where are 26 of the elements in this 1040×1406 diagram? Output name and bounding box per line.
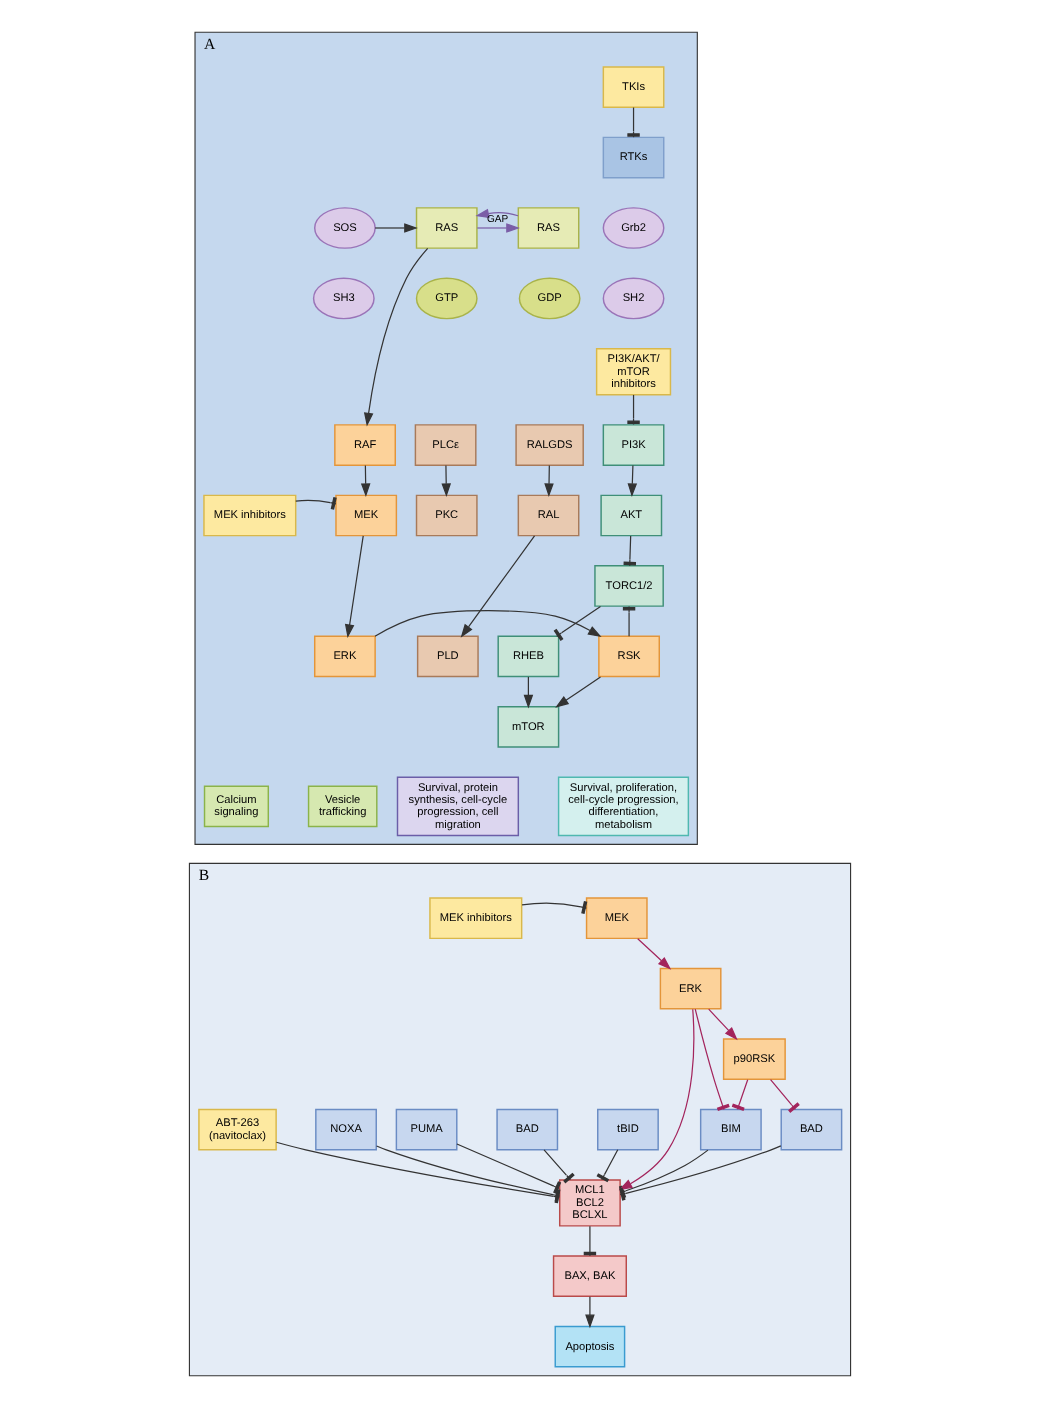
arrow bbox=[476, 222, 520, 232]
connector bbox=[295, 495, 337, 509]
connector bbox=[543, 1148, 575, 1183]
arrow bbox=[374, 609, 602, 637]
arrow bbox=[627, 463, 638, 497]
arrow bbox=[523, 675, 534, 708]
arrow bbox=[618, 1007, 695, 1190]
connector bbox=[553, 604, 602, 640]
connector bbox=[694, 1007, 730, 1111]
arrow bbox=[637, 937, 672, 969]
arrow bbox=[363, 246, 429, 426]
arrow bbox=[344, 534, 364, 638]
arrow bbox=[475, 207, 519, 218]
connector bbox=[731, 1078, 749, 1110]
arrow bbox=[360, 463, 371, 497]
arrow bbox=[708, 1007, 738, 1040]
connector bbox=[769, 1078, 800, 1112]
arrow bbox=[585, 1295, 595, 1328]
arrow bbox=[441, 463, 451, 497]
connector bbox=[596, 1148, 619, 1182]
connector bbox=[456, 1142, 562, 1193]
arrow bbox=[374, 222, 418, 232]
arrow bbox=[460, 534, 536, 637]
connector bbox=[521, 900, 588, 913]
arrow bbox=[555, 675, 602, 707]
arrow bbox=[544, 463, 554, 497]
